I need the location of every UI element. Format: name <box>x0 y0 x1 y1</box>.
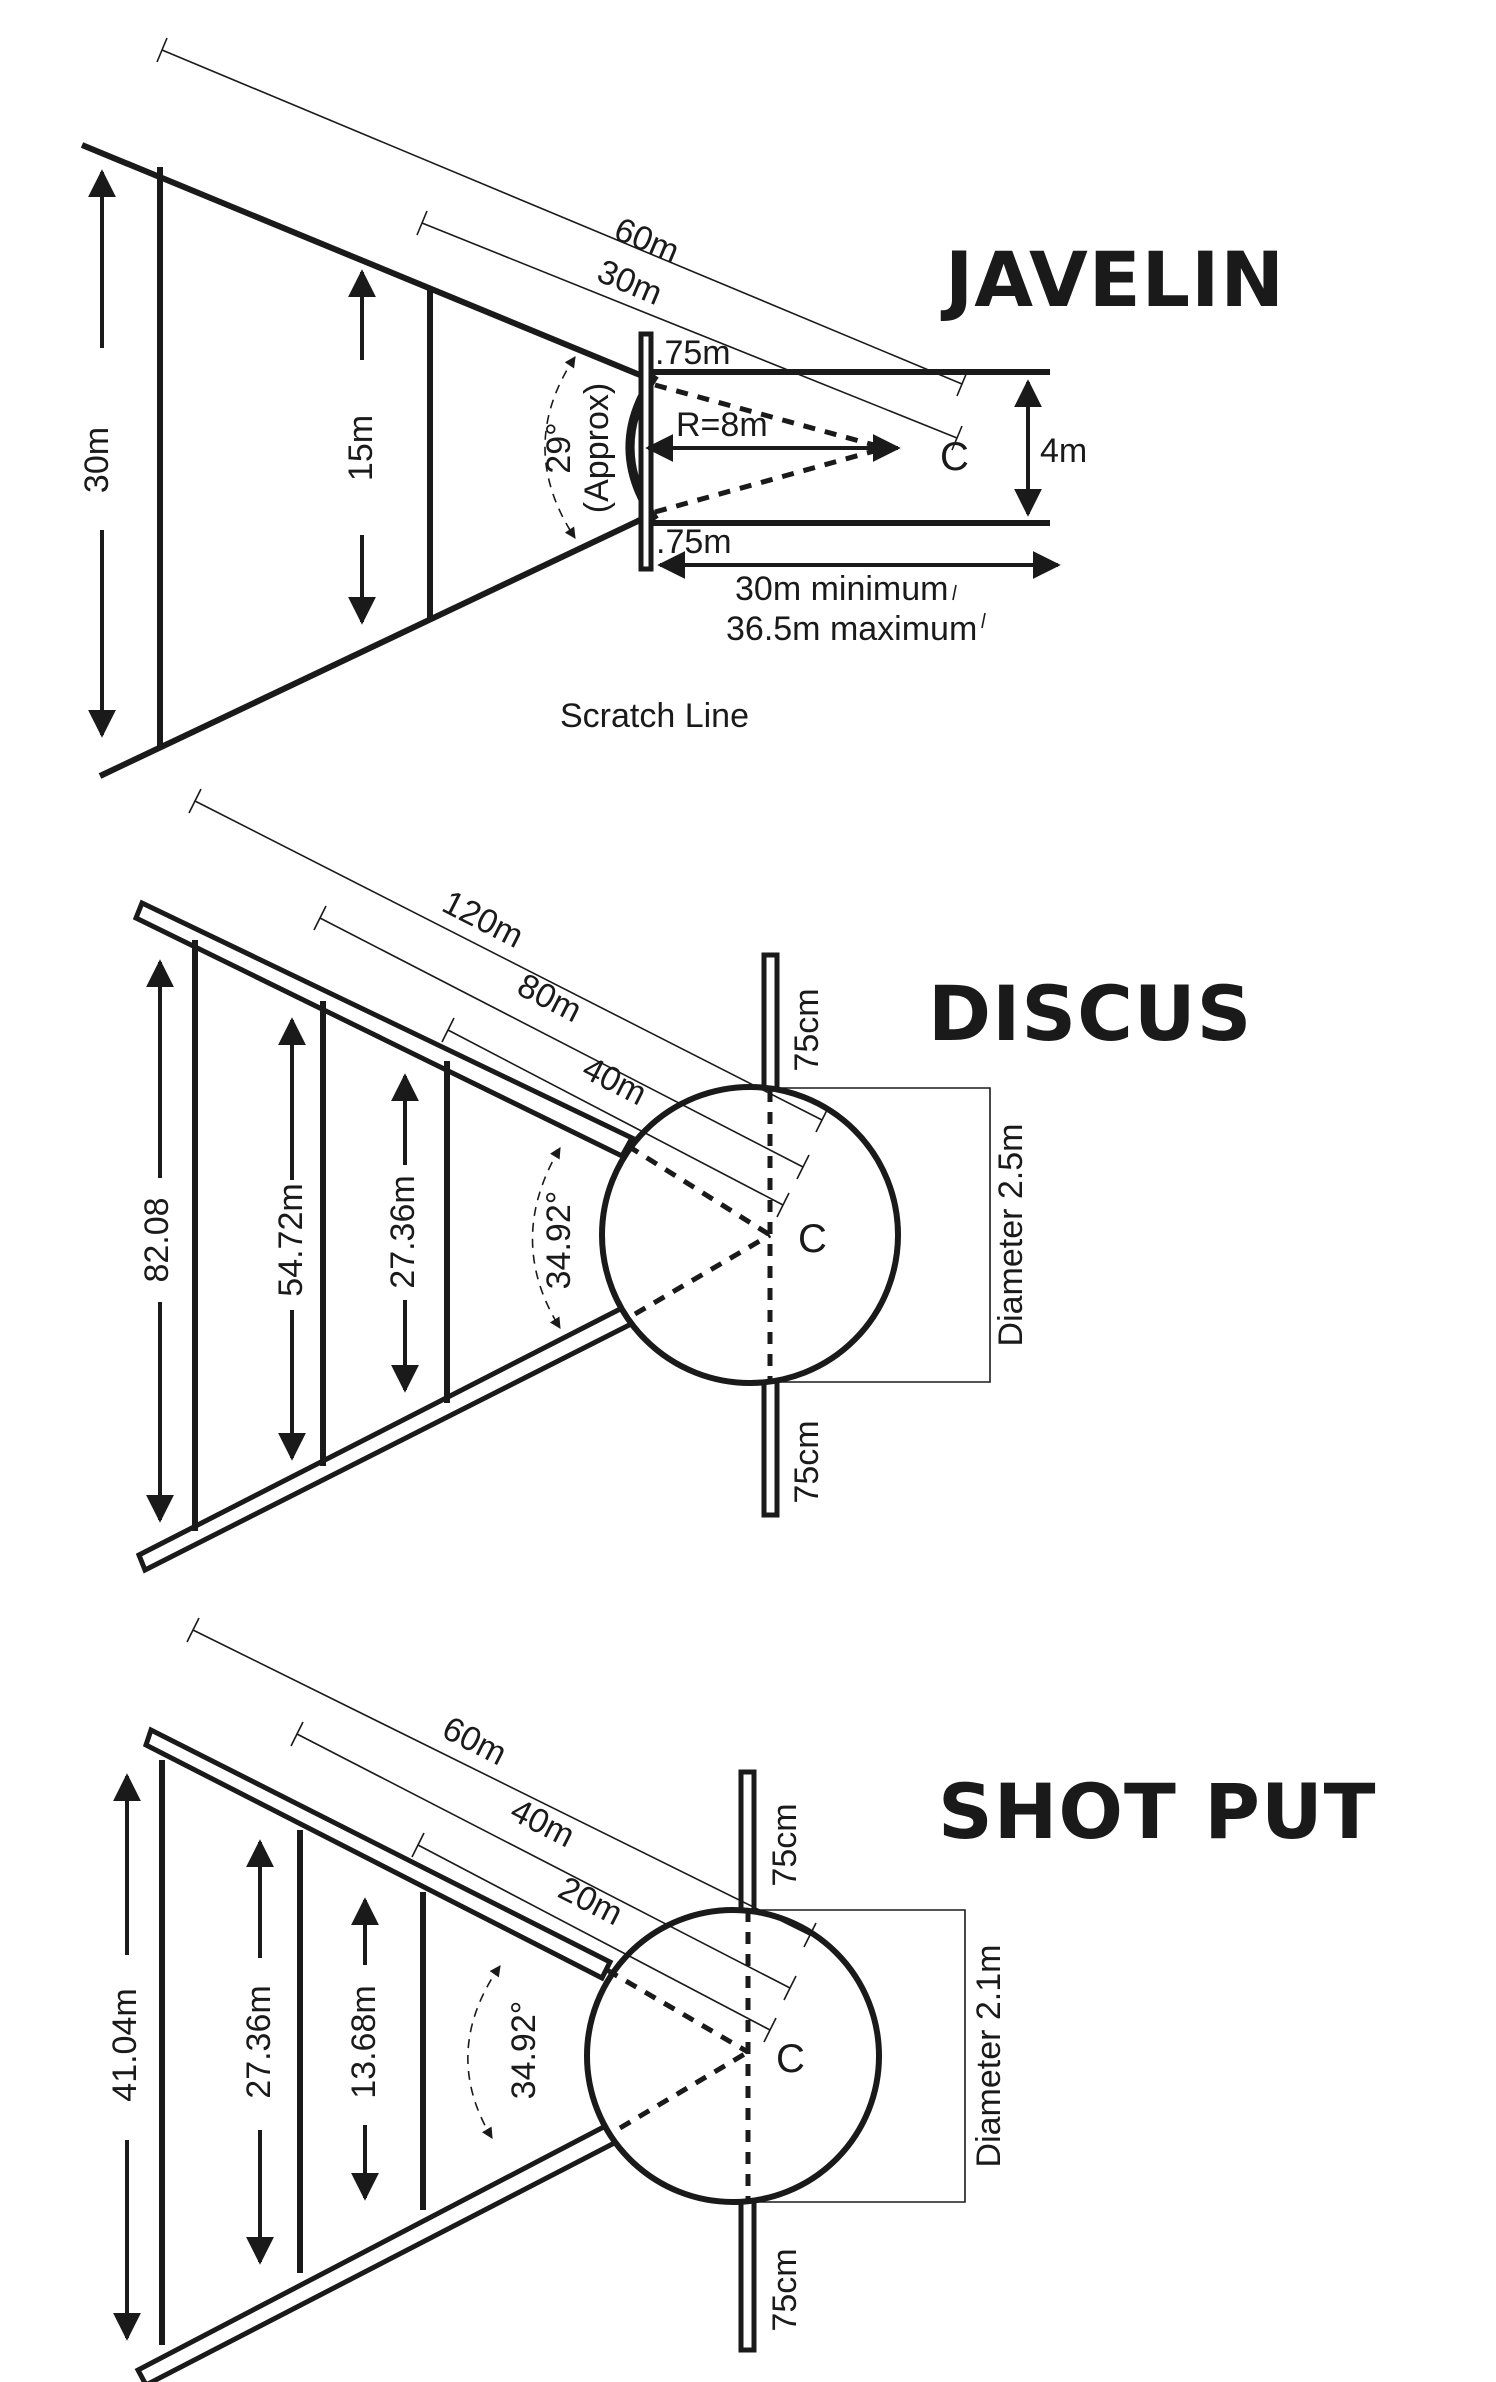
discus-angle-arc <box>531 1147 561 1329</box>
shotput-40m-tick-end <box>783 1975 797 2001</box>
javelin-30m-tick-start <box>416 210 428 236</box>
javelin-radius-dash-bottom <box>654 445 886 515</box>
javelin-title: JAVELIN <box>940 235 1285 324</box>
discus-diameter-label: Diameter 2.5m <box>992 1124 1030 1347</box>
javelin-offset-bottom-label: .75m <box>656 523 732 561</box>
discus-40m-tick-end <box>776 1192 790 1218</box>
discus-section: DISCUS 120m 80m 40m 82.08 54.72m 27.36m … <box>132 788 1252 1574</box>
shotput-inner-width-label: 13.68m <box>345 1985 383 2098</box>
shotput-20m-dimension-line <box>417 1844 771 2031</box>
javelin-runway-max-tick <box>952 584 957 601</box>
javelin-runway-min-label: 30m minimum <box>735 570 948 608</box>
discus-120m-label: 120m <box>436 883 529 955</box>
shotput-ext-top-label: 75cm <box>766 1803 804 1886</box>
shotput-diameter-bracket <box>748 1909 966 2203</box>
shotput-ext-bottom-label: 75cm <box>766 2248 804 2331</box>
shotput-sector-dash-bottom <box>618 2049 750 2131</box>
discus-120m-tick-start <box>188 788 202 814</box>
discus-120m-tick-end <box>815 1107 829 1133</box>
javelin-section: JAVELIN 60m 30m 30m 15m 29° (Approx) .75… <box>78 37 1285 779</box>
discus-80m-tick-start <box>313 905 327 931</box>
discus-circle <box>599 1084 901 1386</box>
discus-120m-dimension-line <box>194 800 823 1121</box>
javelin-30m-width-label: 30m <box>78 427 116 493</box>
discus-inner-width-label: 27.36m <box>384 1175 422 1288</box>
shotput-sector-upper-ray <box>142 1726 614 1982</box>
javelin-sector-upper-ray <box>80 142 642 378</box>
javelin-60m-dimension-line <box>161 49 963 385</box>
discus-angle-label: 34.92° <box>540 1191 578 1290</box>
javelin-60m-tick-end <box>956 371 968 397</box>
javelin-angle-label: 29° <box>540 422 578 473</box>
shotput-40m-dimension-line <box>296 1733 791 1989</box>
discus-sector-upper-ray <box>132 899 636 1160</box>
shotput-angle-arc <box>467 1965 501 2139</box>
shotput-circle <box>584 1907 882 2205</box>
javelin-runway-width-label: 4m <box>1040 432 1087 470</box>
shotput-60m-tick-start <box>186 1617 200 1643</box>
shotput-40m-tick-start <box>290 1721 304 1747</box>
javelin-center-label: C <box>940 435 969 479</box>
shotput-sector-dash-top <box>605 1967 750 2055</box>
shotput-60m-dimension-line <box>192 1629 811 1936</box>
discus-80m-tick-end <box>796 1154 810 1180</box>
discus-80m-dimension-line <box>319 917 804 1168</box>
discus-ext-bottom-label: 75cm <box>788 1420 826 1503</box>
javelin-offset-top-label: .75m <box>655 334 731 372</box>
discus-40m-tick-start <box>441 1017 455 1043</box>
discus-80m-label: 80m <box>511 966 587 1030</box>
shotput-outer-width-label: 41.04m <box>106 1988 144 2101</box>
shotput-center-label: C <box>776 2037 805 2081</box>
shotput-diameter-label: Diameter 2.1m <box>970 1945 1008 2168</box>
javelin-30m-tick-end <box>951 425 963 451</box>
shotput-section: SHOT PUT 60m 40m 20m 41.04m 27.36m 13.68… <box>106 1617 1377 2382</box>
javelin-angle-note: (Approx) <box>578 383 616 513</box>
shotput-20m-tick-start <box>411 1832 425 1858</box>
discus-sector-lower-ray <box>135 1300 643 1574</box>
javelin-scratch-line-label: Scratch Line <box>560 697 749 735</box>
discus-sector-dash-bottom <box>633 1232 772 1317</box>
discus-title: DISCUS <box>928 969 1252 1058</box>
javelin-runway-min-tick <box>981 612 986 629</box>
javelin-scratch-line-bar <box>638 331 654 572</box>
shotput-angle-label: 34.92° <box>505 2001 543 2100</box>
discus-diameter-bracket <box>770 1087 991 1383</box>
discus-center-label: C <box>798 1217 827 1261</box>
discus-mid-width-label: 54.72m <box>272 1183 310 1296</box>
shotput-20m-tick-end <box>763 2017 777 2043</box>
shotput-mid-width-label: 27.36m <box>240 1985 278 2098</box>
discus-sector-dash-top <box>626 1143 772 1238</box>
javelin-angle-arc <box>544 356 576 539</box>
javelin-sector-lower-ray <box>98 517 642 779</box>
javelin-radius-label: R=8m <box>676 406 768 444</box>
shotput-title: SHOT PUT <box>938 1767 1377 1856</box>
shotput-20m-label: 20m <box>552 1869 628 1933</box>
javelin-30m-dimension-line <box>421 222 958 439</box>
javelin-15m-width-label: 15m <box>342 415 380 481</box>
javelin-60m-tick-start <box>156 37 168 63</box>
discus-outer-width-label: 82.08 <box>138 1197 176 1282</box>
shotput-60m-tick-end <box>803 1922 817 1948</box>
javelin-runway-max-label: 36.5m maximum <box>726 610 977 648</box>
discus-ext-top-label: 75cm <box>788 988 826 1071</box>
shotput-60m-label: 60m <box>436 1709 512 1773</box>
discus-40m-dimension-line <box>447 1029 784 1206</box>
shotput-sector-lower-ray <box>134 2116 630 2382</box>
shotput-40m-label: 40m <box>504 1791 580 1855</box>
